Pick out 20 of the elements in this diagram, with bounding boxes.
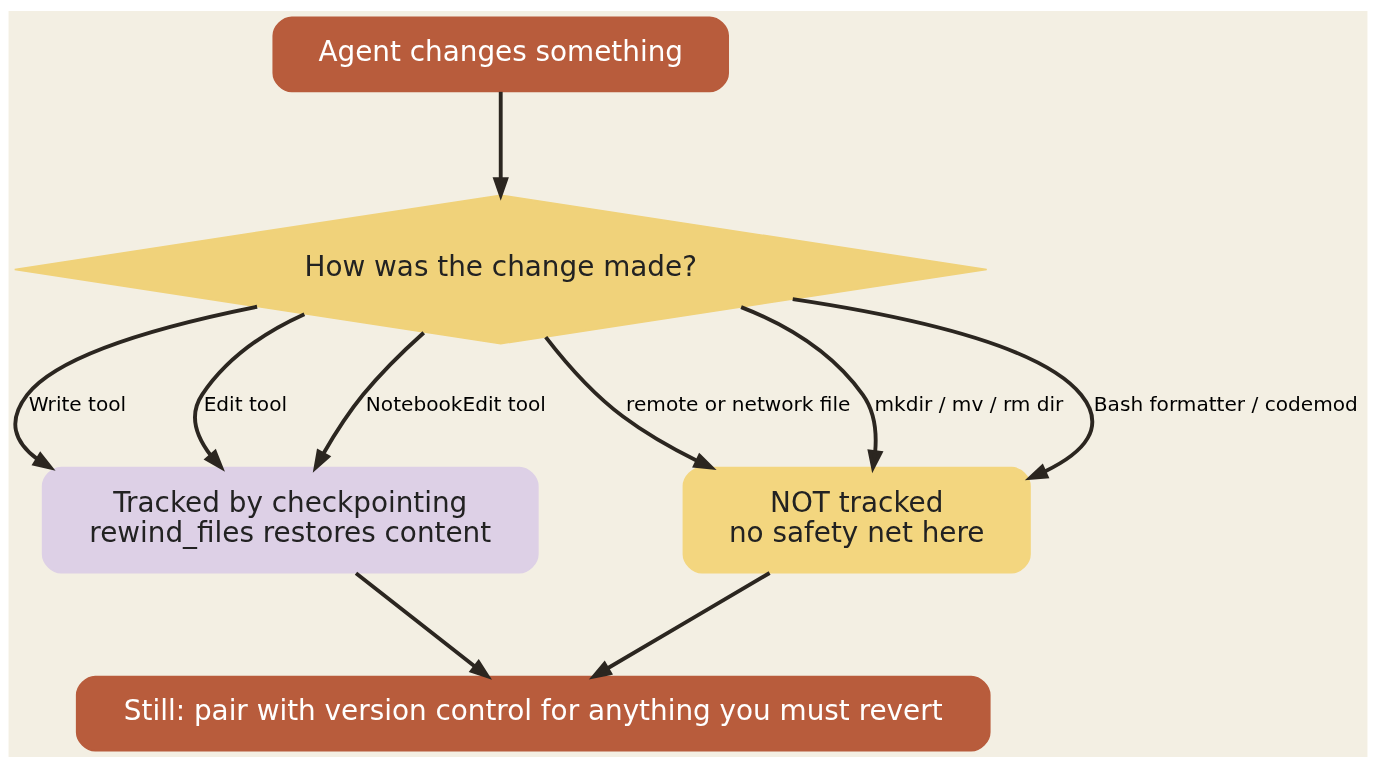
arrow [492,91,509,201]
edge-label: Write tool [28,391,127,416]
arrow [354,571,493,680]
node-box: Tracked by checkpointing rewind_files restores content [41,466,539,574]
arrow [588,571,771,680]
arrow [193,312,306,472]
arrow [544,335,717,470]
edge-label: Edit tool [203,391,288,416]
arrow [13,304,258,471]
edge-label: Bash formatter / codemod [1093,391,1358,416]
edge-label: mkdir / mv / rm dir [874,391,1064,416]
node-diamond: How was the change made? [13,194,988,345]
arrow [740,305,884,474]
edge-label: remote or network file [626,391,851,416]
arrow [312,331,426,473]
node-box: Agent changes something [272,16,729,93]
node-box: Still: pair with version control for anything you must revert [75,675,991,752]
arrow [792,297,1095,481]
edge-label: NotebookEdit tool [365,391,546,416]
node-box: NOT tracked no safety net here [682,466,1031,574]
